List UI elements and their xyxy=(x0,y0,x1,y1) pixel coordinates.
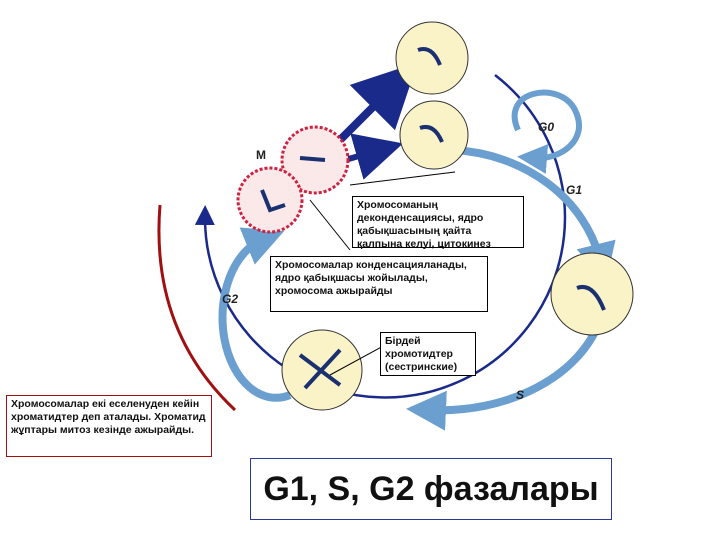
g0-loop-arrow xyxy=(511,89,582,174)
cell-s xyxy=(281,329,363,411)
phase-label-s: S xyxy=(516,388,525,402)
phase-label-g2: G2 xyxy=(222,292,239,306)
cell-g1 xyxy=(550,252,634,336)
cell-g0 xyxy=(399,100,469,170)
condensation-note: Хромосомалар конденсацияланады, ядро қаб… xyxy=(270,256,488,312)
cell-top xyxy=(395,21,469,95)
phase-label-g1: G1 xyxy=(566,183,583,197)
cycle-arrow xyxy=(454,146,616,284)
red-arc xyxy=(157,204,237,412)
slide-title: G1, S, G2 фазалары xyxy=(250,458,612,520)
decondensation-note: Хромосоманың деконденсациясы, ядро қабық… xyxy=(352,196,524,250)
phase-label-m: M xyxy=(256,148,266,162)
phase-label-g0: G0 xyxy=(538,120,555,134)
cell-mitosis xyxy=(236,125,350,234)
chromatids-note: Бірдей хромотидтер (сестринские) xyxy=(380,332,476,376)
doubling-note: Хромосомалар екі еселенуден кейін хромат… xyxy=(6,395,212,457)
outer-cycle-arc xyxy=(194,74,567,399)
